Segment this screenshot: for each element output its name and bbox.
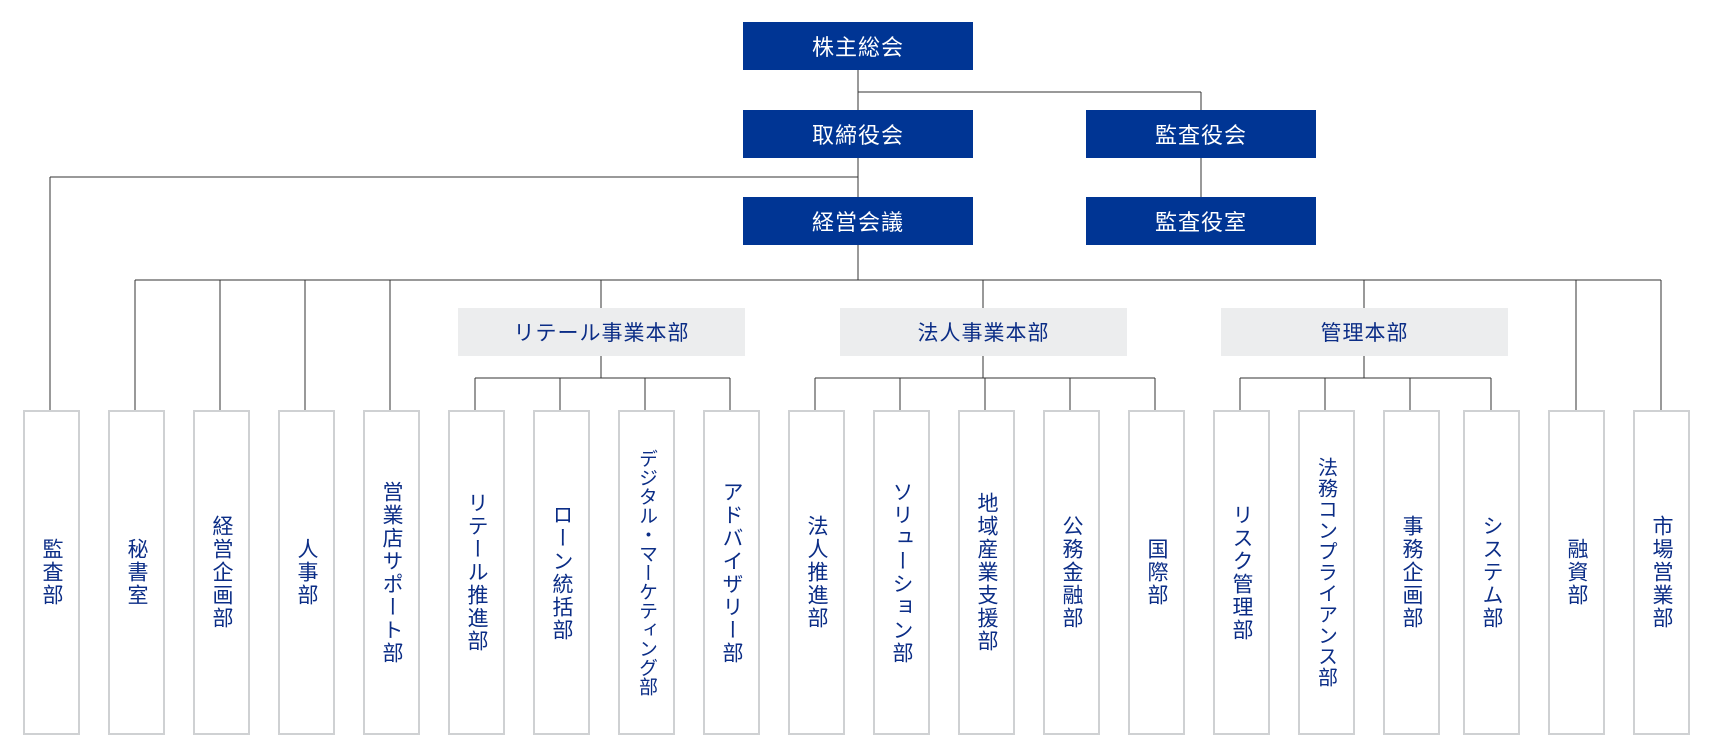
dept-label: 法人推進部 xyxy=(805,515,829,630)
dept-label: 秘書室 xyxy=(125,538,149,607)
management-meeting-node: 経営会議 xyxy=(743,197,973,245)
retail-division-node: リテール事業本部 xyxy=(458,308,745,356)
dept-box: デジタル・マーケティング部 xyxy=(618,410,675,735)
dept-label: 事務企画部 xyxy=(1400,515,1424,630)
dept-box: 事務企画部 xyxy=(1383,410,1440,735)
admin-division-node: 管理本部 xyxy=(1221,308,1508,356)
board-of-directors-node: 取締役会 xyxy=(743,110,973,158)
audit-board-node: 監査役会 xyxy=(1086,110,1316,158)
dept-box: 法務コンプライアンス部 xyxy=(1298,410,1355,735)
dept-label: 監査部 xyxy=(40,538,64,607)
dept-box: アドバイザリー部 xyxy=(703,410,760,735)
dept-label: 法務コンプライアンス部 xyxy=(1314,457,1339,688)
dept-label: 営業店サポート部 xyxy=(380,480,404,665)
dept-label: リテール推進部 xyxy=(465,492,489,653)
dept-label: アドバイザリー部 xyxy=(720,480,744,665)
dept-label: リスク管理部 xyxy=(1230,503,1254,642)
dept-label: 地域産業支援部 xyxy=(975,492,999,653)
dept-label: 人事部 xyxy=(295,538,319,607)
audit-office-node: 監査役室 xyxy=(1086,197,1316,245)
dept-label: 融資部 xyxy=(1565,538,1589,607)
dept-box: 市場営業部 xyxy=(1633,410,1690,735)
dept-box: 法人推進部 xyxy=(788,410,845,735)
dept-box: 秘書室 xyxy=(108,410,165,735)
dept-box: 営業店サポート部 xyxy=(363,410,420,735)
dept-box: リテール推進部 xyxy=(448,410,505,735)
dept-box: 国際部 xyxy=(1128,410,1185,735)
dept-label: システム部 xyxy=(1480,515,1504,630)
dept-box: リスク管理部 xyxy=(1213,410,1270,735)
dept-box: 地域産業支援部 xyxy=(958,410,1015,735)
dept-box: ローン統括部 xyxy=(533,410,590,735)
dept-label: 公務金融部 xyxy=(1060,515,1084,630)
dept-label: 経営企画部 xyxy=(210,515,234,630)
dept-box: 経営企画部 xyxy=(193,410,250,735)
dept-box: 公務金融部 xyxy=(1043,410,1100,735)
dept-label: ソリューション部 xyxy=(890,480,914,665)
dept-label: 市場営業部 xyxy=(1650,515,1674,630)
dept-label: ローン統括部 xyxy=(550,503,574,642)
shareholders-meeting-node: 株主総会 xyxy=(743,22,973,70)
dept-label: デジタル・マーケティング部 xyxy=(636,449,658,696)
dept-label: 国際部 xyxy=(1145,538,1169,607)
dept-box: 監査部 xyxy=(23,410,80,735)
corporate-division-node: 法人事業本部 xyxy=(840,308,1127,356)
dept-box: 人事部 xyxy=(278,410,335,735)
dept-box: システム部 xyxy=(1463,410,1520,735)
dept-box: 融資部 xyxy=(1548,410,1605,735)
dept-box: ソリューション部 xyxy=(873,410,930,735)
